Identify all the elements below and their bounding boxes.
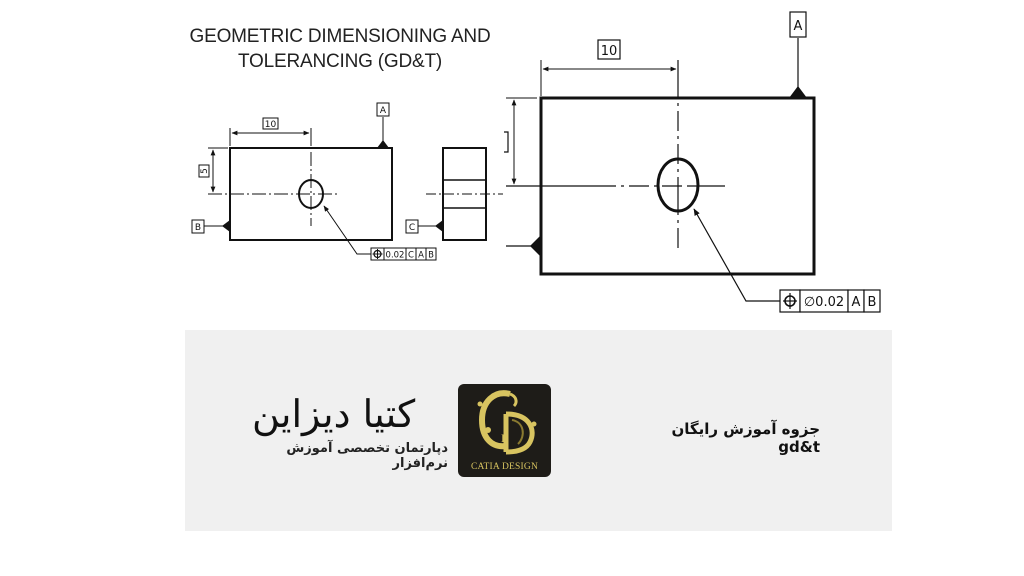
logo-caption: CATIA DESIGN bbox=[470, 462, 539, 472]
large-front-view: 10 A ∅0.02 A B bbox=[504, 11, 881, 313]
large-hole bbox=[656, 157, 700, 213]
svg-text:B: B bbox=[428, 251, 434, 261]
svg-text:C: C bbox=[408, 251, 414, 261]
small-datum-a: A bbox=[380, 106, 387, 116]
svg-text:∅0.02: ∅0.02 bbox=[804, 295, 844, 310]
banner-heading: جزوه آموزش رایگان gd&t bbox=[671, 420, 821, 456]
large-datum-a: A bbox=[794, 19, 803, 34]
svg-text:0.02: 0.02 bbox=[386, 251, 405, 261]
diagram-title: GEOMETRIC DIMENSIONING AND TOLERANCING (… bbox=[180, 24, 500, 74]
small-datum-b: B bbox=[195, 223, 201, 233]
small-dim-vertical: 5 bbox=[200, 168, 210, 174]
logo-tagline-persian: دپارتمان تخصصی آموزش نرم‌افزار bbox=[286, 441, 448, 471]
svg-text:A: A bbox=[852, 295, 861, 310]
cd-monogram-icon: B bbox=[477, 390, 537, 455]
title-line-1: GEOMETRIC DIMENSIONING AND bbox=[189, 26, 491, 47]
small-hole bbox=[298, 179, 324, 209]
title-line-2: TOLERANCING (GD&T) bbox=[237, 51, 442, 72]
svg-text:B: B bbox=[501, 431, 509, 445]
catia-design-logo: B CATIA DESIGN bbox=[458, 384, 551, 477]
logo-wordmark-persian: کتیا دیزاین bbox=[252, 392, 416, 436]
svg-text:A: A bbox=[418, 251, 424, 261]
small-feature-control-frame: 0.02 C A B bbox=[370, 247, 437, 261]
small-dim-horizontal: 10 bbox=[265, 120, 277, 130]
gdt-drawing: 10 5 A B 0.02 C A B bbox=[191, 11, 881, 313]
large-feature-control-frame: ∅0.02 A B bbox=[779, 289, 881, 313]
small-datum-c: C bbox=[409, 223, 415, 233]
large-dim-horizontal: 10 bbox=[601, 44, 618, 59]
small-side-view: C bbox=[405, 147, 503, 241]
svg-text:B: B bbox=[868, 295, 877, 310]
small-front-view: 10 5 A B 0.02 C A B bbox=[191, 102, 437, 261]
